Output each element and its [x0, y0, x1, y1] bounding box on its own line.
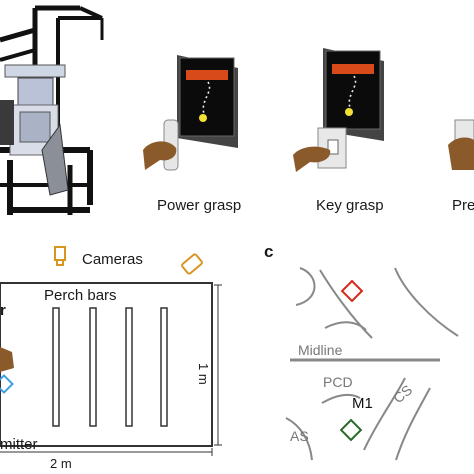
key-grasp-hand: [293, 127, 347, 172]
width-label: 2 m: [50, 456, 72, 471]
target-bar: [186, 70, 228, 80]
cameras-label: Cameras: [82, 251, 143, 268]
pcd-label: PCD: [323, 374, 353, 390]
brain-sulci: [285, 267, 459, 461]
precision-grasp-hand: [448, 119, 474, 170]
rig-chair: [0, 64, 69, 196]
cursor-dot: [199, 114, 207, 122]
perch-bar: [160, 307, 168, 427]
perch-bar: [89, 307, 97, 427]
perch-bars: [52, 307, 168, 427]
panel-c-letter: c: [264, 242, 274, 261]
height-label: 1 m: [196, 363, 211, 385]
red-array-marker: [340, 279, 364, 303]
enclosure-outline: [0, 282, 213, 447]
camera-icon-2: [181, 253, 203, 275]
target-bar: [332, 64, 374, 74]
green-array-marker: [339, 418, 363, 442]
task-screen-1: [177, 55, 238, 148]
camera-icon: [54, 246, 66, 266]
left-edge-label: r: [0, 302, 6, 319]
task-screen-2: [323, 48, 384, 141]
midline-label: Midline: [298, 342, 343, 358]
precision-grasp-label: Pre: [452, 197, 474, 214]
width-dimension: [0, 448, 213, 456]
left-edge-devices: [0, 347, 14, 394]
power-grasp-label: Power grasp: [157, 197, 242, 214]
height-dimension: [214, 284, 222, 446]
key-grasp-label: Key grasp: [316, 197, 384, 214]
perch-bar: [125, 307, 133, 427]
perch-bar: [52, 307, 60, 427]
perch-bars-label: Perch bars: [44, 287, 117, 304]
power-grasp-hand: [143, 119, 179, 171]
transmitter-label: mitter: [0, 436, 38, 453]
cursor-dot: [345, 108, 353, 116]
as-label: AS: [290, 428, 309, 444]
m1-label: M1: [352, 395, 373, 412]
